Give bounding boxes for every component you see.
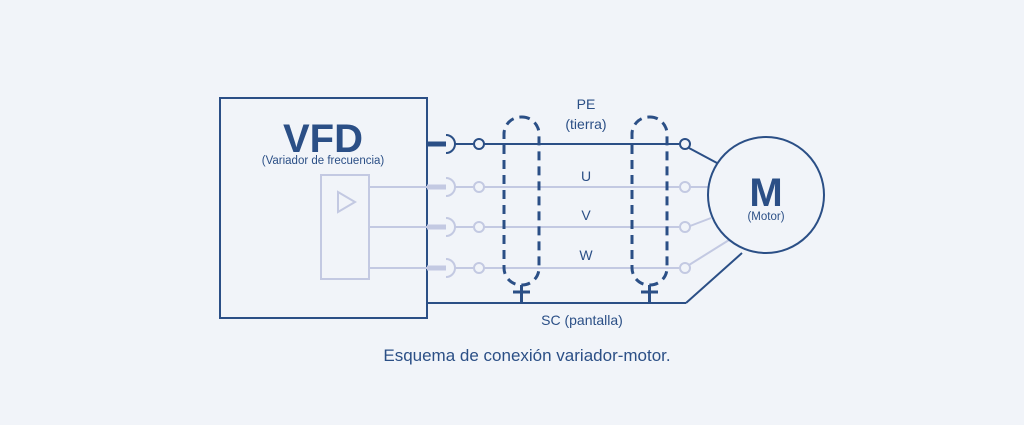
inverter-block: [320, 174, 370, 280]
amplifier-icon: [337, 190, 357, 214]
shield-label: SC (pantalla): [541, 312, 623, 328]
caption: Esquema de conexión variador-motor.: [383, 346, 670, 365]
w-label: W: [579, 247, 593, 263]
shield-capsule-right: [630, 115, 669, 303]
u-wire: [369, 177, 708, 197]
u-label: U: [581, 168, 591, 184]
pe-label: PE: [577, 96, 596, 112]
pe-wire: [427, 134, 718, 164]
motor-title: M: [749, 171, 782, 215]
v-wire: [369, 217, 712, 237]
motor-circle: [707, 136, 825, 254]
vfd-title: VFD: [283, 117, 363, 161]
shield-wire: [427, 252, 743, 304]
vfd-box: [219, 97, 428, 319]
vfd-subtitle: (Variador de frecuencia): [262, 155, 385, 167]
pe-sublabel: (tierra): [565, 116, 606, 132]
v-label: V: [581, 207, 591, 223]
shield-capsule-left: [502, 115, 541, 303]
w-wire: [369, 239, 730, 278]
motor-subtitle: (Motor): [747, 211, 784, 223]
